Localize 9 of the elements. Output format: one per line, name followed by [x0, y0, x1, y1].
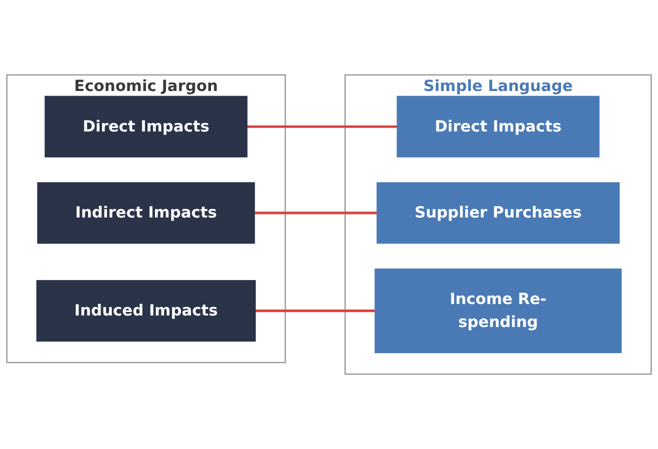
node-box: Indirect Impacts	[37, 182, 255, 244]
node-box: Supplier Purchases	[376, 182, 620, 244]
node-box: Induced Impacts	[36, 280, 256, 342]
connector	[254, 212, 377, 214]
connector	[247, 125, 398, 128]
node-box: Direct Impacts	[396, 96, 600, 158]
node-box: Income Re-spending	[374, 268, 622, 354]
node-box: Direct Impacts	[44, 96, 248, 158]
connector	[255, 310, 376, 312]
